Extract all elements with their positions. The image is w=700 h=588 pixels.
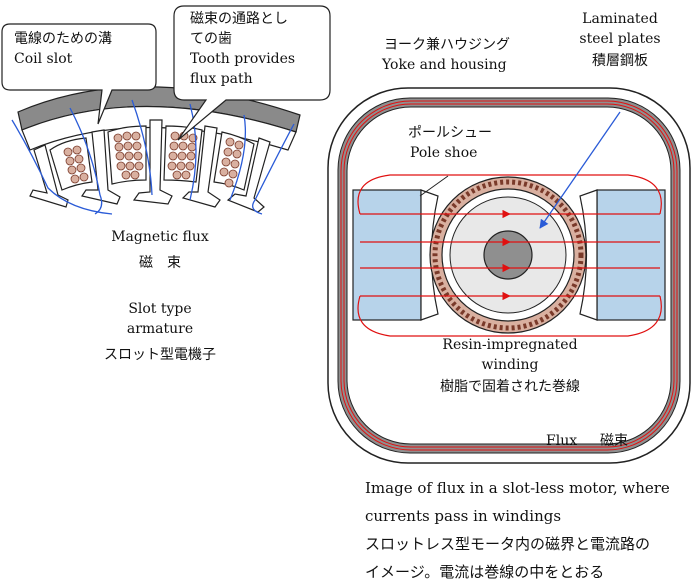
resin-label-en1: Resin-impregnated [442,337,578,353]
pole-shoe-leader [419,175,449,197]
flux-label-ja: 磁束 [600,433,628,449]
magnet-left [352,189,422,321]
caption-line-2: currents pass in windings [365,507,562,525]
callout-coil-slot [1,23,157,125]
magnetic-flux-ja: 磁 束 [139,255,181,271]
pole-shoe-right [579,189,598,321]
tooth-label-ja1: 磁束の通路とし [190,11,288,27]
caption-line-4: イメージ。電流は巻線の中をとおる [365,563,605,581]
yoke-label-ja: ヨーク兼ハウジング [384,37,510,53]
caption-line-1: Image of flux in a slot-less motor, wher… [365,479,670,497]
winding-wires [432,179,584,331]
caption-line-3: スロットレス型モータ内の磁界と電流路の [365,535,651,553]
resin-label-en2: winding [481,357,539,373]
slot-type-ja: スロット型電機子 [104,347,216,363]
magnet-right [596,189,666,321]
slot-type-en2: armature [126,321,194,337]
rotor-flux-lines [357,174,662,337]
laminated-label-ja: 積層鋼板 [592,53,648,69]
tooth-label-ja2: ての歯 [190,31,232,47]
coil-slot-label-en: Coil slot [14,51,73,67]
yoke-label-en: Yoke and housing [382,57,507,73]
pole-shoe-label-ja: ポールシュー [408,125,492,141]
coil-slots [49,125,255,191]
tooth-label-en1: Tooth provides [190,51,296,67]
slotless-motor [327,87,691,464]
laminated-label-en1: Laminated [582,11,658,27]
callout-tooth [173,5,331,141]
stator-teeth [29,119,271,213]
pole-shoe-label-en: Pole shoe [410,145,478,161]
laminated-label-en2: steel plates [579,31,661,47]
slot-type-en1: Slot type [128,301,192,317]
flux-lines-slot [11,99,295,215]
yoke-flux-loops [340,100,678,451]
magnetic-flux-en: Magnetic flux [111,229,209,245]
flux-label-en: Flux [546,433,578,449]
shaft [483,230,533,280]
slot-armature [1,5,331,215]
tooth-label-en2: flux path [190,71,253,87]
coil-slot-label-ja: 電線のための溝 [14,31,112,47]
figure-caption: Image of flux in a slot-less motor, wher… [365,474,670,586]
resin-label-ja: 樹脂で固着された巻線 [440,379,580,395]
laminated-arrow [539,111,621,229]
